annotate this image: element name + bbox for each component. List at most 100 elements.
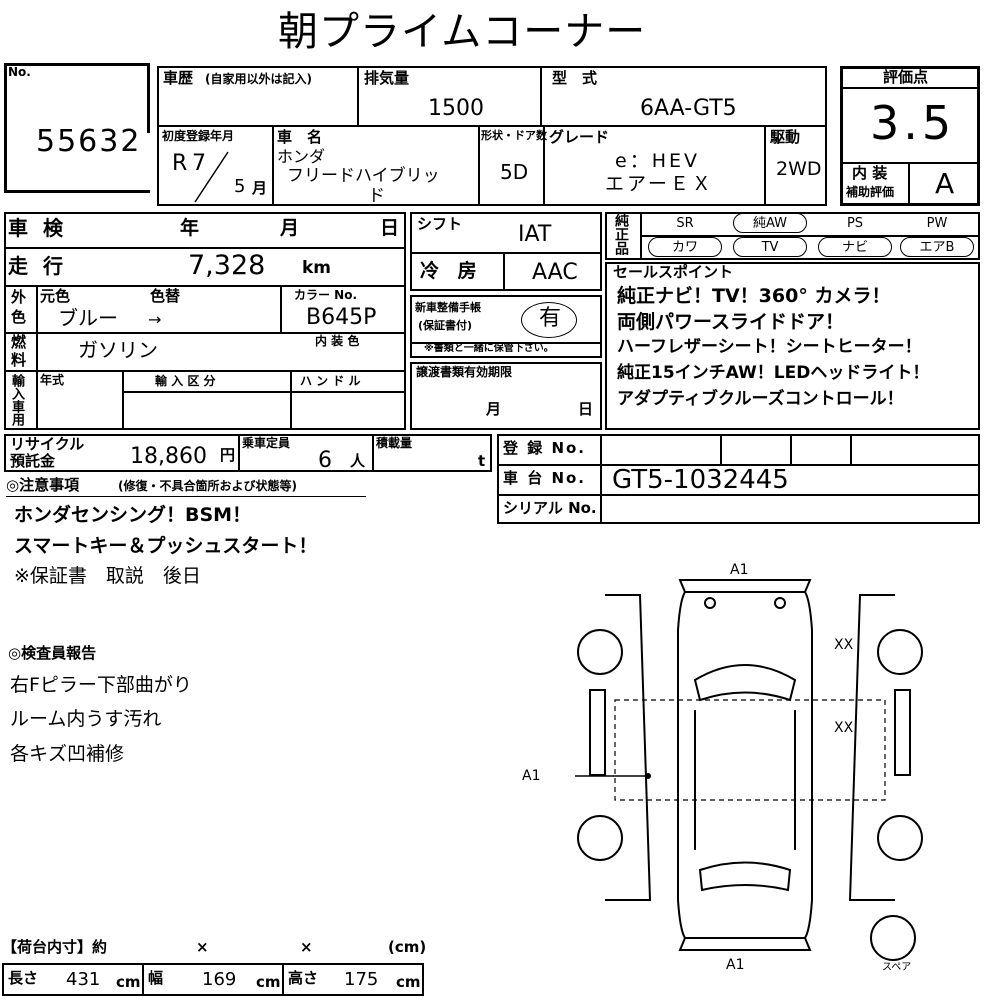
car-maker: ホンダ [277,147,326,166]
history-note: (自家用以外は記入) [205,72,312,86]
inspection-label: 車 検 [8,216,67,240]
first-reg-year: 7 [192,151,206,176]
dimensions-row [2,963,424,996]
mileage-value: 7,328 [188,250,266,281]
grade-line1: e：HEV [615,150,700,172]
inspector-line: 各キズ凹補修 [10,743,125,765]
lot-number: 55632 [36,124,142,159]
doors-label: 形状・ドア数 [481,129,547,142]
import-handle-label: ハ ン ド ル [300,374,361,388]
ext-color-side-2: 色 [11,308,27,326]
width-value: 169 [202,969,237,990]
damage-mark-right-pillar: XX [834,637,854,653]
import-side-label: 輸入車用 [9,374,24,426]
cargo-unit: (cm) [388,938,427,956]
displacement-label: 排気量 [364,69,410,87]
car-damage-diagram [575,579,923,951]
spare-tire-circle [870,915,916,961]
grade-label: グレード [549,128,610,146]
transfer-day-unit: 日 [578,400,594,418]
doors-value: 5D [500,160,529,184]
fuel-side-1: 燃 [11,333,27,351]
color-change-arrow: → [148,310,162,329]
genuine-option-6: ナビ [818,237,892,257]
sales-point-line: アダプティブクルーズコントロール！ [617,389,904,409]
car-name-line2: ド [368,186,385,206]
ac-label: 冷 房 [420,260,483,282]
interior-color-label: 内 装 色 [315,334,360,348]
rating-score: 3.5 [870,96,956,150]
registration-grid [497,434,980,524]
vehicle-info-grid [157,66,827,206]
color-no-value: B645P [306,305,377,330]
mileage-label: 走 行 [8,254,67,278]
inspector-line: ルーム内うす汚れ [10,708,162,730]
load-unit: t [478,452,486,470]
history-label: 車歴 [163,69,194,87]
interior-rating-value: A [935,167,955,200]
damage-mark-front: A1 [730,562,749,578]
first-reg-month: 5 [234,176,246,197]
inspection-day-unit: 日 [380,217,400,239]
shift-value: IAT [518,222,552,247]
first-reg-label: 初度登録年月 [162,129,235,143]
genuine-option-0: SR [676,216,694,231]
sales-point-line: ハーフレザーシート！シートヒーター！ [617,337,922,357]
length-label: 長さ [8,969,39,987]
damage-mark-right-interior: XX [834,720,854,736]
capacity-unit: 人 [350,452,366,470]
warranty-label-1: 新車整備手帳 [415,301,481,314]
capacity-value: 6 [318,448,332,473]
damage-mark-rear: A1 [726,957,745,973]
genuine-option-1: 純AW [733,213,807,233]
car-name-label: 車 名 [277,128,323,146]
serial-label: シリアル No. [503,499,597,517]
inspector-label: ◎検査員報告 [8,644,97,662]
drive-value: 2WD [776,158,822,180]
rating-label: 評価点 [883,68,929,86]
length-unit: cm [116,973,141,991]
damage-mark-left: A1 [522,768,541,784]
recycle-value: 18,860 [130,444,207,469]
chassis-label: 車 台 No. [503,469,587,487]
transfer-label: 譲渡書類有効期限 [416,365,513,379]
genuine-option-7: エアB [900,237,974,257]
drive-label: 駆動 [770,128,801,146]
spare-label: スペア [882,962,912,973]
genuine-side-label: 純正品 [613,213,629,255]
shift-label: シフト [417,215,463,233]
notes-label: ◎注意事項 [6,476,80,494]
recycle-unit: 円 [220,446,236,464]
notes-line: ※保証書 取説 後日 [14,565,201,587]
first-reg-era: R [172,151,188,176]
model-value: 6AA-GT5 [640,96,737,121]
cargo-x2: × [300,938,313,956]
details-grid [4,212,406,430]
sales-point-line: 純正15インチAW！LEDヘッドライト！ [617,363,930,383]
mileage-unit: km [302,258,332,278]
warranty-grid [410,295,602,358]
import-year-label: 年式 [40,373,65,387]
genuine-option-5: TV [733,237,807,257]
sales-points-box [605,262,980,430]
warranty-label-2: (保証書付) [418,319,473,332]
lot-no-label: No. [8,65,31,79]
model-label: 型 式 [552,69,598,87]
chassis-value: GT5-1032445 [612,465,789,495]
exterior-color-value: ブルー [58,306,118,330]
displacement-value: 1500 [428,96,484,121]
grade-line2: エアーＥＸ [605,173,714,195]
genuine-option-4: カワ [648,237,722,257]
first-reg-month-unit: 月 [252,179,268,197]
page-title: 朝プライムコーナー [278,9,647,55]
recycle-label-2: 預託金 [10,452,56,470]
color-no-label: カラー No. [294,288,358,302]
car-name-line1: フリードハイブリッ [287,166,440,186]
orig-color-label: 元色 [40,287,71,305]
inspection-month-unit: 月 [280,217,300,239]
warranty-circle [521,302,577,338]
color-change-label: 色替 [150,287,181,305]
recycle-label-1: リサイクル [10,435,85,453]
warranty-value: 有 [539,306,562,331]
genuine-option-2: PS [846,216,864,231]
